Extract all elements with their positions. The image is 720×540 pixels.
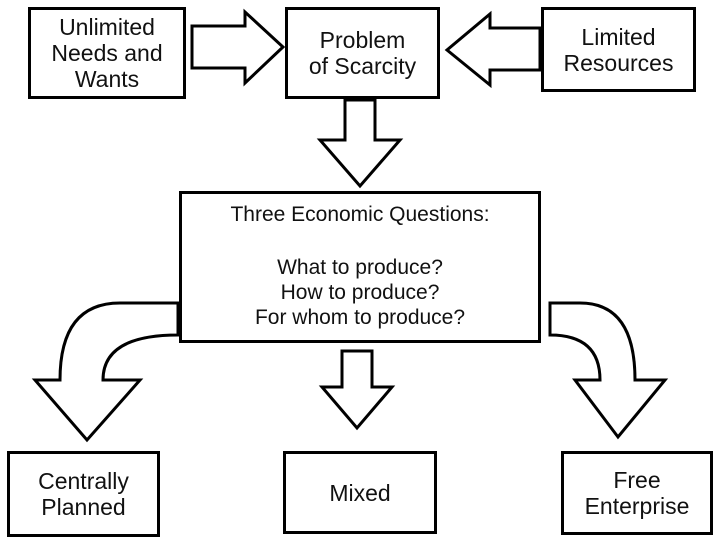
unlimited-needs-box: Unlimited Needs and Wants xyxy=(28,7,186,99)
question-for-whom: For whom to produce? xyxy=(254,306,466,329)
question-what: What to produce? xyxy=(277,256,443,279)
mixed-line-1: Mixed xyxy=(329,479,391,506)
centrally-planned-box: Centrally Planned xyxy=(7,451,160,537)
arrow-scarcity-to-questions xyxy=(316,98,404,189)
arrow-needs-to-scarcity xyxy=(190,8,286,87)
unlimited-needs-line-2: Needs and xyxy=(51,40,163,66)
mixed-box: Mixed xyxy=(283,451,437,534)
arrow-resources-to-scarcity xyxy=(444,10,542,89)
limited-resources-box: Limited Resources xyxy=(541,7,696,92)
free-enterprise-box: Free Enterprise xyxy=(561,451,713,535)
free-line-1: Free xyxy=(613,467,661,493)
arrow-questions-to-centrally xyxy=(31,301,180,443)
resources-line-1: Limited xyxy=(581,23,656,50)
question-how: How to produce? xyxy=(280,281,440,304)
scarcity-line-2: of Scarcity xyxy=(308,53,417,79)
centrally-line-1: Centrally xyxy=(38,468,129,494)
arrow-questions-to-mixed xyxy=(318,349,396,431)
economic-questions-box: Three Economic Questions: What to produc… xyxy=(179,191,541,343)
unlimited-needs-line-3: Wants xyxy=(74,66,140,92)
centrally-line-2: Planned xyxy=(41,494,126,520)
questions-heading: Three Economic Questions: xyxy=(230,203,490,226)
arrow-questions-to-free xyxy=(548,301,669,440)
scarcity-line-1: Problem xyxy=(319,27,406,53)
free-line-2: Enterprise xyxy=(584,493,690,519)
resources-line-2: Resources xyxy=(563,49,674,76)
unlimited-needs-line-1: Unlimited xyxy=(59,14,155,40)
problem-of-scarcity-box: Problem of Scarcity xyxy=(285,7,440,99)
